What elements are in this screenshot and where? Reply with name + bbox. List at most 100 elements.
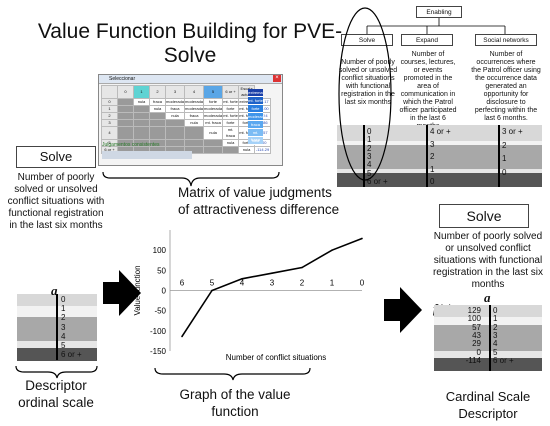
- matrix-cell[interactable]: [203, 146, 224, 154]
- ordinal-scale: [17, 288, 97, 361]
- cardinal-value: 57: [472, 322, 481, 332]
- matrix-row-label: 4: [101, 126, 118, 140]
- data-point: [241, 278, 243, 280]
- y-tick-label: -50: [154, 307, 166, 316]
- graph-caption: Graph of the value function: [179, 387, 291, 419]
- close-icon[interactable]: ×: [273, 75, 281, 82]
- cardinal-value: 29: [472, 339, 481, 349]
- matrix-header-cell: 6 or +: [222, 85, 240, 99]
- tree-tick-label: 2: [367, 143, 372, 153]
- matrix-toolbar[interactable]: [102, 151, 192, 159]
- tree-tick-label: 1: [502, 154, 507, 163]
- right-tick-label: 5: [493, 347, 498, 357]
- cardinal-scale: [434, 301, 542, 371]
- data-point: [361, 237, 363, 240]
- tree-desc-solve: Number of poorly solved or unsolved conf…: [338, 59, 398, 106]
- solve-box-right: Solve: [439, 204, 529, 228]
- tree-tick-label: 1: [430, 164, 435, 174]
- tree-tick-label: 4: [367, 160, 372, 170]
- right-arrow-icon: [384, 287, 422, 333]
- data-point: [211, 289, 213, 292]
- legend-item: fraca: [248, 121, 263, 129]
- right-caption: Cardinal Scale Descriptor: [445, 389, 531, 421]
- matrix-caption: Matrix of value judgments of attractiven…: [178, 185, 340, 217]
- tree-desc-social-networks: Number of occurrences where the Patrol o…: [471, 51, 541, 122]
- legend-item: moderada: [248, 113, 267, 121]
- y-axis-label: Value function: [133, 265, 142, 315]
- legend-item: nula: [248, 137, 263, 145]
- legend-item: mt. forte: [248, 97, 263, 105]
- tree-tick-label: 6 or +: [367, 176, 388, 186]
- left-caption: Descriptor ordinal scale: [18, 378, 94, 410]
- matrix-status: Julgamentos consistentes: [102, 142, 160, 148]
- left-tick-label: 5: [61, 341, 66, 350]
- tree-tick-label: 2: [502, 140, 507, 150]
- right-axis-symbol: a: [484, 290, 491, 305]
- data-point: [271, 272, 273, 274]
- left-tick-label: 4: [61, 331, 66, 341]
- right-arrow-icon: [103, 270, 141, 316]
- right-tick-label: 2: [493, 322, 498, 332]
- x-axis-label: Number of conflict situations: [226, 353, 327, 362]
- tree-tick-label: 0: [367, 127, 372, 136]
- cardinal-value: 100: [467, 314, 481, 324]
- data-point: [181, 335, 183, 338]
- x-tick-label: 4: [240, 279, 245, 288]
- solve-highlight-ellipse: [338, 7, 392, 181]
- right-tick-label: 0: [493, 306, 498, 315]
- left-tick-label: 0: [61, 295, 66, 304]
- matrix-cell[interactable]: nula: [203, 126, 224, 140]
- tree-tick-label: 5: [367, 168, 372, 178]
- matrix-header-cell: 3: [164, 85, 186, 99]
- left-description: Number of poorly solved or unsolved conf…: [7, 172, 105, 231]
- tree-root: Enabling: [416, 6, 462, 18]
- matrix-scale-value: -114.29: [254, 146, 272, 154]
- x-tick-label: 5: [210, 279, 215, 288]
- tree-tick-label: 4 or +: [430, 127, 451, 136]
- x-tick-label: 1: [330, 279, 335, 288]
- matrix-row: 6 or +nula-114.29: [101, 146, 272, 154]
- right-tick-label: 3: [493, 330, 498, 340]
- matrix-header-cell: [101, 85, 118, 99]
- legend-item: forte: [248, 105, 263, 113]
- x-tick-label: 2: [300, 279, 305, 288]
- left-tick-label: 2: [61, 313, 66, 323]
- left-tick-label: 6 or +: [61, 350, 82, 360]
- data-point: [331, 249, 333, 251]
- right-tick-label: 6 or +: [493, 355, 514, 365]
- tree-branch-expand: Expand: [401, 34, 453, 46]
- y-tick-label: -100: [150, 327, 167, 336]
- left-tick-label: 1: [61, 304, 66, 314]
- cardinal-value: 129: [467, 306, 481, 315]
- tree-tick-label: 3: [430, 139, 435, 149]
- x-tick-label: 6: [180, 279, 185, 288]
- tree-desc-expand: Number of courses, lectures, or events p…: [399, 51, 457, 130]
- cardinal-value: 0: [476, 347, 481, 357]
- left-axis-symbol: a: [51, 283, 58, 298]
- criteria-tree: Enabling Solve Expand Social networks Nu…: [335, 2, 547, 192]
- tree-tick-label: 2: [430, 152, 435, 161]
- data-point: [301, 266, 303, 269]
- solve-box-left: Solve: [16, 146, 96, 168]
- right-tick-label: 4: [493, 339, 498, 349]
- left-tick-label: 3: [61, 322, 66, 332]
- tree-tick-label: 0: [502, 167, 507, 177]
- right-description: Number of poorly solved or unsolved conf…: [432, 231, 544, 290]
- tree-tick-label: 3: [367, 151, 372, 161]
- page-title: Value Function Building for PVE-Solve: [37, 20, 343, 67]
- x-tick-label: 3: [270, 279, 275, 288]
- tree-tick-label: 3 or +: [502, 127, 523, 136]
- matrix-window-title: Seleccionar: [99, 75, 282, 84]
- y-tick-label: 100: [153, 246, 167, 255]
- matrix-header-cell: 5: [203, 85, 224, 99]
- tree-tick-label: 0: [430, 177, 435, 186]
- cardinal-value: 43: [472, 330, 481, 340]
- tree-branch-social-networks: Social networks: [475, 34, 537, 46]
